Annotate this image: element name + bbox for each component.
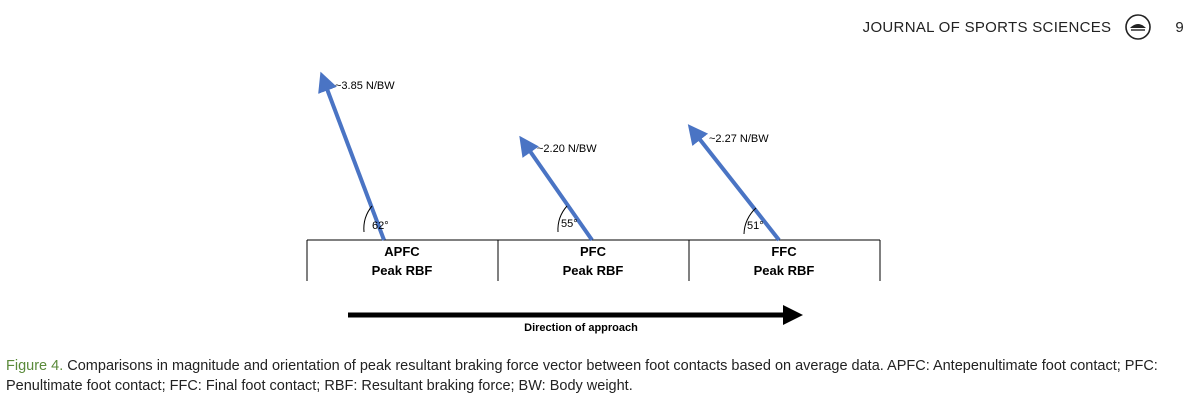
direction-of-approach: Direction of approach [348, 305, 803, 334]
angle-label-apfc: 62° [372, 220, 389, 232]
contact-name-pfc: PFC [580, 244, 607, 259]
angle-arc-apfc [363, 205, 373, 233]
contact-pfc: 55° ~2.20 N/BW PFC Peak RBF [519, 135, 624, 278]
angle-arc-ffc [743, 207, 757, 235]
magnitude-label-pfc: ~2.20 N/BW [537, 143, 597, 155]
direction-label: Direction of approach [524, 322, 638, 334]
figure-caption: Figure 4. Comparisons in magnitude and o… [6, 356, 1194, 396]
angle-label-pfc: 55° [561, 218, 578, 230]
force-vector-pfc [519, 135, 594, 242]
magnitude-label-apfc: ~3.85 N/BW [335, 80, 395, 92]
angle-arc-pfc [557, 205, 568, 233]
magnitude-label-ffc: ~2.27 N/BW [709, 133, 769, 145]
force-vector-figure: 62° ~3.85 N/BW APFC Peak RBF 55° ~2.20 N… [306, 71, 881, 334]
contact-boxes [306, 239, 881, 281]
force-vector-apfc [318, 71, 386, 241]
journal-logo-icon [1125, 14, 1152, 40]
contact-ffc: 51° ~2.27 N/BW FFC Peak RBF [687, 124, 815, 278]
page-header: JOURNAL OF SPORTS SCIENCES 9 [863, 14, 1184, 40]
contact-label-ffc: Peak RBF [754, 263, 815, 278]
contact-label-pfc: Peak RBF [563, 263, 624, 278]
caption-label: Figure 4. [6, 358, 64, 374]
page-number: 9 [1175, 18, 1184, 36]
contact-name-apfc: APFC [384, 244, 420, 259]
contact-name-ffc: FFC [771, 244, 797, 259]
angle-label-ffc: 51° [747, 220, 764, 232]
journal-title: JOURNAL OF SPORTS SCIENCES [862, 18, 1112, 36]
force-vector-ffc [687, 124, 781, 242]
caption-text: Comparisons in magnitude and orientation… [6, 358, 1158, 394]
contact-apfc: 62° ~3.85 N/BW APFC Peak RBF [318, 71, 433, 278]
contact-label-apfc: Peak RBF [372, 263, 433, 278]
